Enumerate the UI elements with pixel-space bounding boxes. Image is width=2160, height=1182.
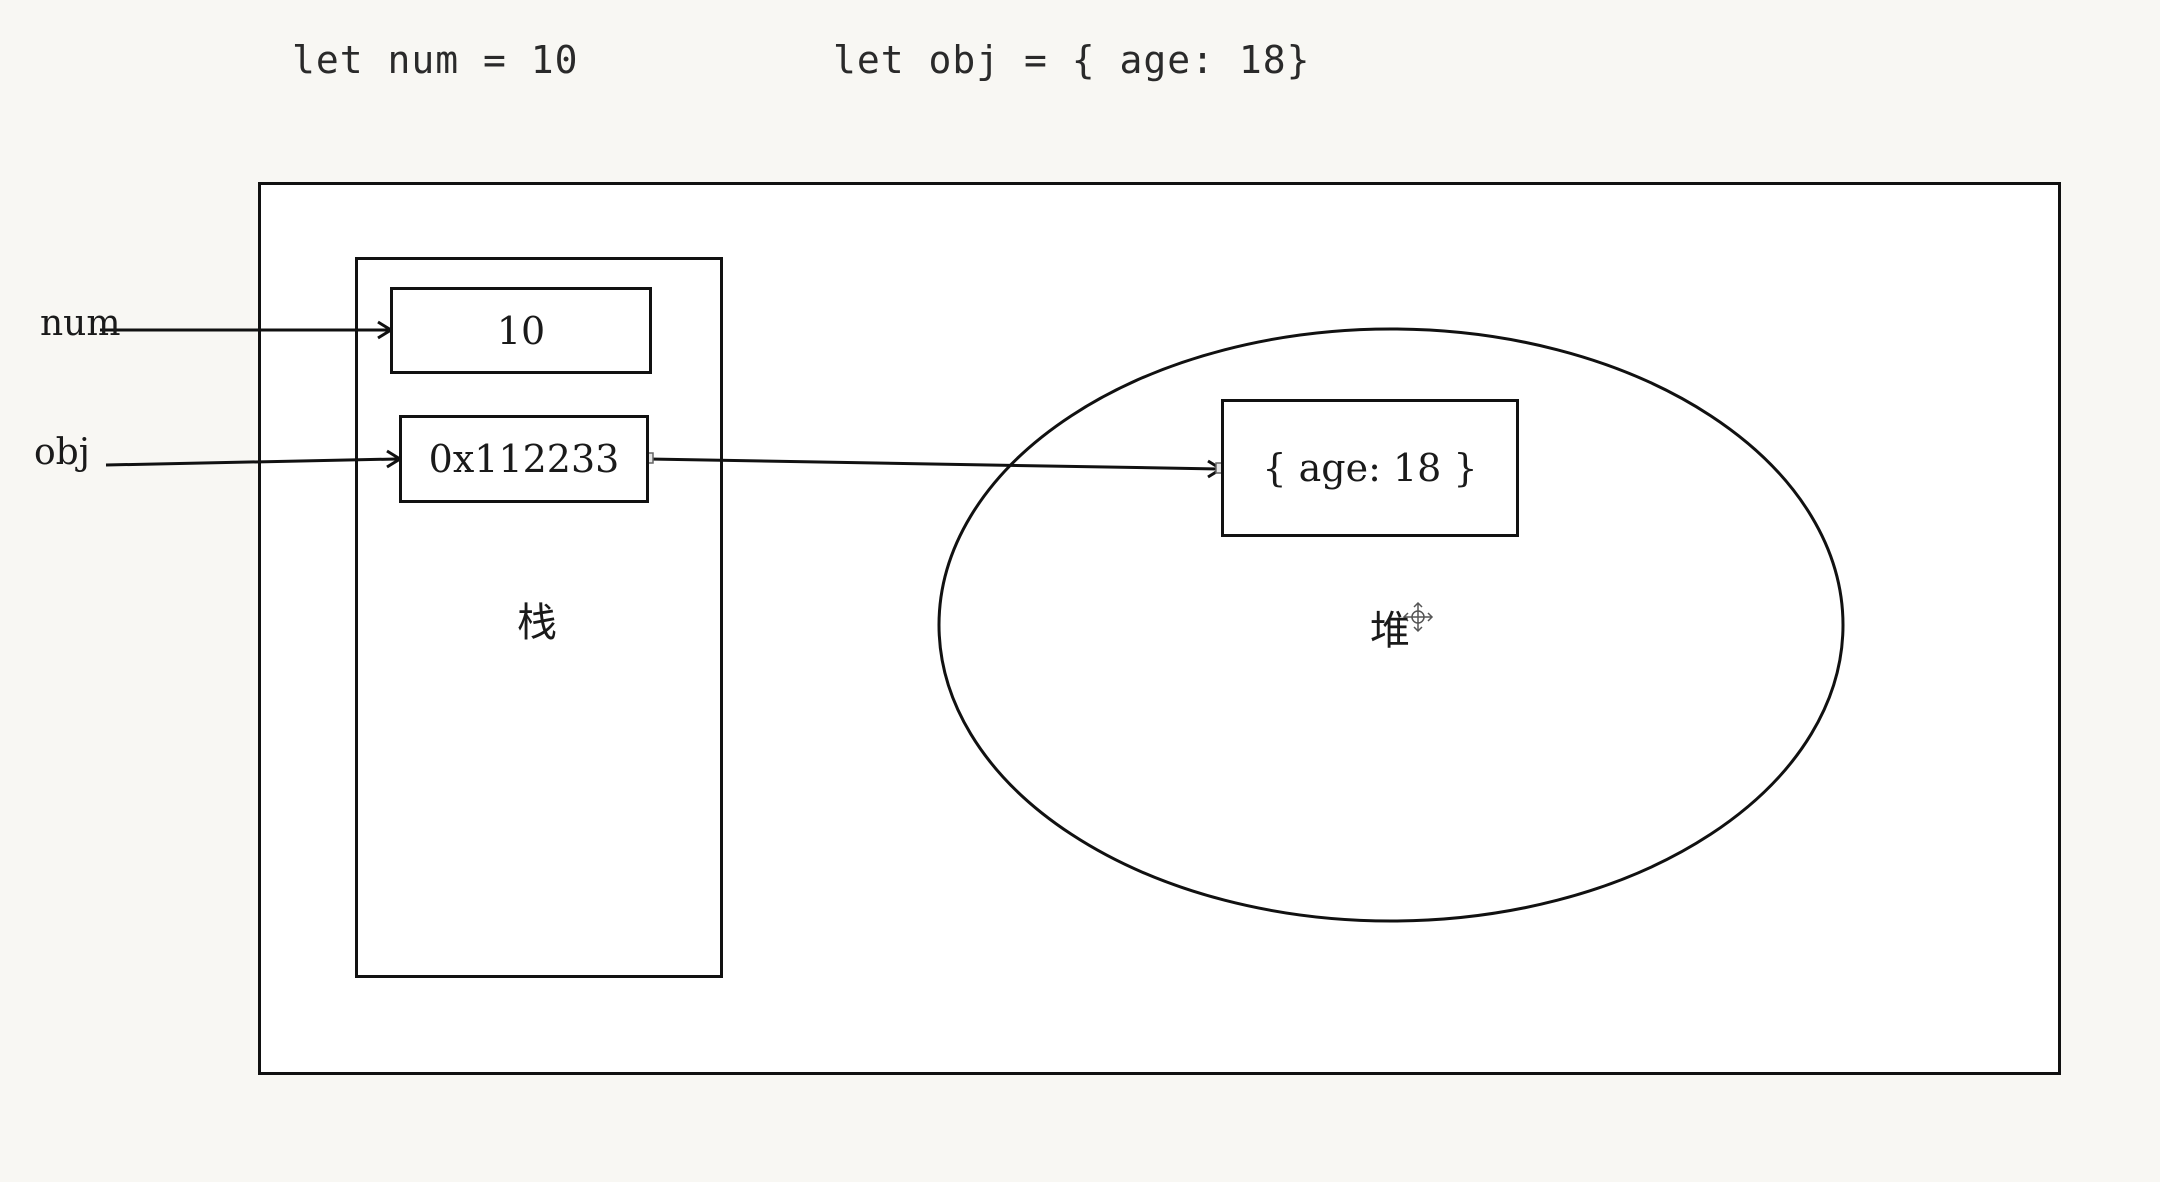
heap-label: 堆: [1370, 608, 1410, 654]
stack-cell-obj-address: 0x112233: [428, 437, 620, 481]
stack-cell-num-value: 10: [496, 308, 546, 353]
heap-ellipse: [937, 327, 1845, 923]
heap-object-cell: { age: 18 }: [1221, 399, 1519, 537]
code-line-num: let num = 10: [292, 38, 579, 82]
code-line-obj: let obj = { age: 18}: [833, 38, 1311, 82]
obj-pointer-arrow: [105, 457, 398, 467]
variable-label-num: num: [40, 303, 121, 344]
stack-area: [355, 257, 723, 978]
move-cursor-icon: [1402, 601, 1434, 633]
stack-cell-num: 10: [390, 287, 652, 374]
heap-object-value: { age: 18 }: [1262, 446, 1478, 490]
stack-label: 栈: [517, 600, 557, 646]
stack-cell-obj: 0x112233: [399, 415, 649, 503]
address-reference-arrow: [648, 457, 1220, 471]
variable-label-obj: obj: [34, 432, 90, 473]
